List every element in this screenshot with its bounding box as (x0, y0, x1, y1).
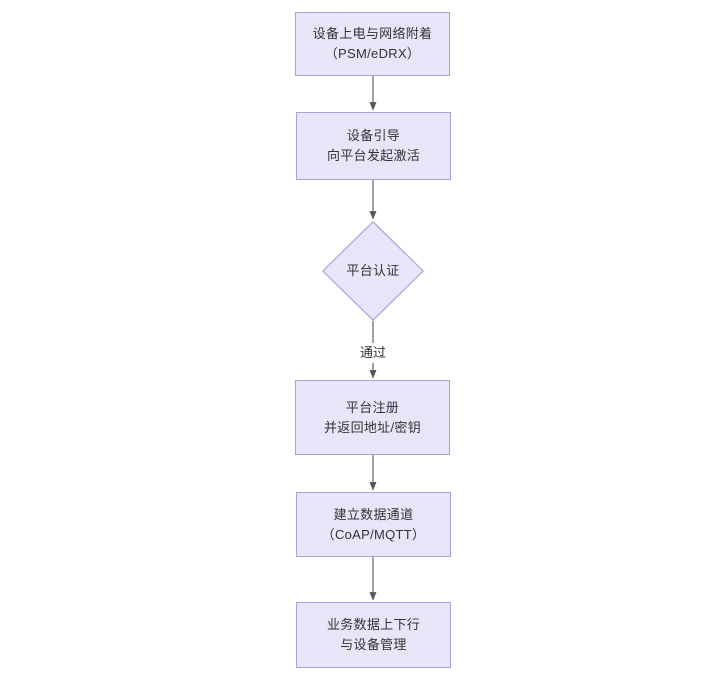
diamond-shape (322, 221, 424, 321)
node-platform-registration[interactable]: 平台注册 并返回地址/密钥 (295, 380, 450, 455)
node-label: 设备引导 向平台发起激活 (326, 128, 421, 163)
node-label: 设备上电与网络附着 （PSM/eDRX） (312, 26, 433, 61)
node-label: 平台注册 并返回地址/密钥 (323, 399, 421, 435)
node-device-power-on[interactable]: 设备上电与网络附着 （PSM/eDRX） (295, 12, 450, 76)
node-label: 平台认证 (346, 263, 400, 278)
node-business-data-and-device-management[interactable]: 业务数据上下行 与设备管理 (296, 602, 451, 668)
node-establish-data-channel[interactable]: 建立数据通道 （CoAP/MQTT） (296, 492, 451, 557)
node-label: 业务数据上下行 与设备管理 (326, 617, 421, 652)
node-platform-authentication[interactable]: 平台认证 (322, 221, 424, 321)
edge-label-pass: 通过 (357, 343, 390, 363)
node-device-bootstrap[interactable]: 设备引导 向平台发起激活 (296, 112, 451, 180)
node-label: 建立数据通道 （CoAP/MQTT） (321, 506, 426, 542)
